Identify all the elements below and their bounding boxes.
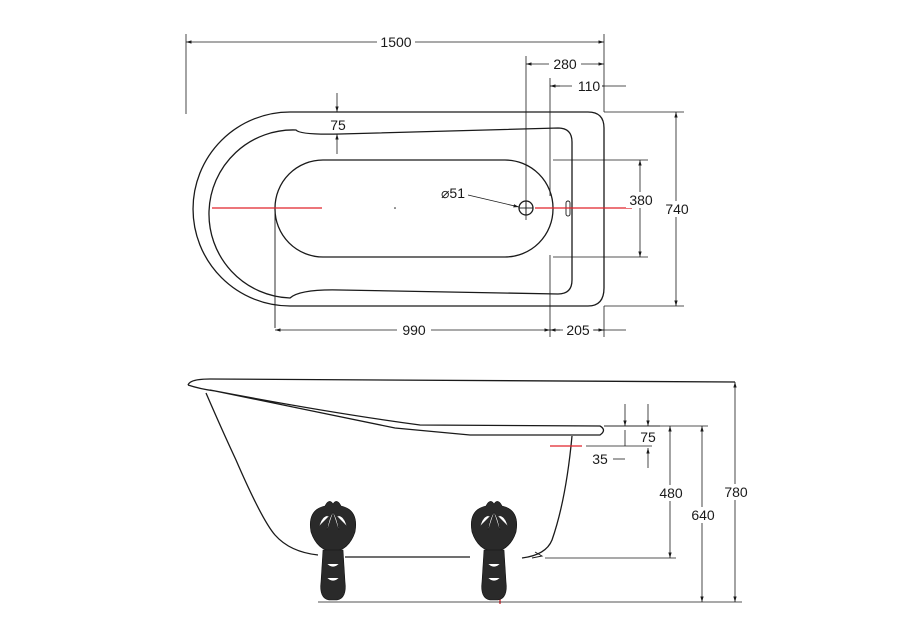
dim-inner-depth: 480: [659, 485, 683, 501]
tub-body-left: [205, 392, 319, 556]
dim-overall-length: 1500: [380, 34, 411, 50]
tub-body-right: [521, 435, 573, 559]
dim-rim-depth: 75: [640, 429, 656, 445]
dim-rim-height: 640: [691, 507, 715, 523]
tub-rim-top: [187, 378, 736, 386]
dim-rim-width: 75: [330, 117, 346, 133]
tub-rim-sloped: [187, 384, 605, 436]
dim-overall-width: 740: [665, 201, 689, 217]
dim-inner-width: 380: [629, 192, 653, 208]
dim-waste-diameter: ⌀51: [441, 185, 465, 201]
claw-foot-right: [471, 501, 517, 601]
dim-waste-offset: 280: [553, 56, 577, 72]
claw-foot-left: [310, 501, 356, 601]
side-view: 75 35 480 640 780: [187, 378, 751, 604]
dim-overflow-offset: 110: [578, 78, 601, 94]
dim-waste-height-offset: 35: [592, 451, 608, 467]
tub-inner-rim-outline: [208, 127, 573, 299]
plan-view: 1500 280 110 75 ⌀51 380 740: [185, 33, 692, 338]
tub-outer-outline: [192, 111, 605, 307]
dim-end-offset: 205: [566, 322, 590, 338]
dim-overall-height: 780: [724, 484, 748, 500]
dim-inner-length: 990: [402, 322, 426, 338]
